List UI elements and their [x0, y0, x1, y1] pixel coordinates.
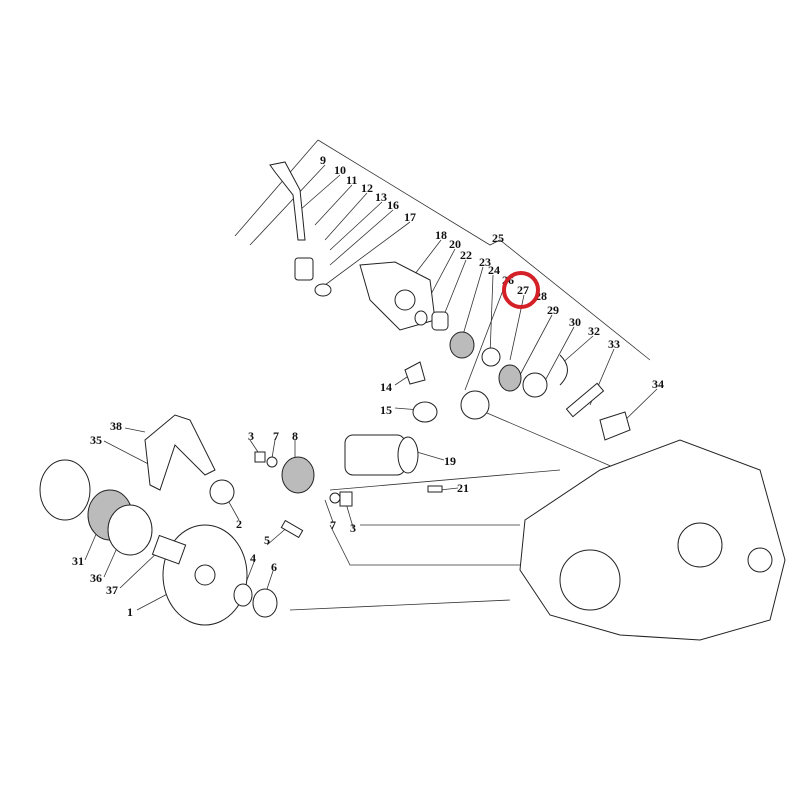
label-29: 29 — [547, 303, 559, 317]
label-14: 14 — [380, 380, 392, 394]
label-10: 10 — [334, 163, 346, 177]
label-30: 30 — [569, 315, 581, 329]
label-5: 5 — [264, 533, 270, 547]
label-17: 17 — [404, 210, 416, 224]
label-3b: 3 — [350, 521, 356, 535]
label-13: 13 — [375, 190, 387, 204]
label-6: 6 — [271, 560, 277, 574]
label-27: 27 — [517, 283, 529, 297]
label-34: 34 — [652, 377, 664, 391]
parts — [39, 161, 786, 641]
label-36: 36 — [90, 571, 102, 585]
label-8: 8 — [292, 429, 298, 443]
label-7a: 7 — [273, 429, 279, 443]
label-25: 25 — [492, 231, 504, 245]
label-37: 37 — [106, 583, 118, 597]
label-19: 19 — [444, 454, 456, 468]
label-16: 16 — [387, 198, 399, 212]
bracket-line — [234, 139, 651, 361]
label-11: 11 — [346, 173, 357, 187]
label-38: 38 — [110, 419, 122, 433]
label-4: 4 — [250, 551, 256, 565]
label-2: 2 — [236, 517, 242, 531]
label-3a: 3 — [248, 429, 254, 443]
label-12: 12 — [361, 181, 373, 195]
label-22: 22 — [460, 248, 472, 262]
label-1: 1 — [127, 605, 133, 619]
label-33: 33 — [608, 337, 620, 351]
label-7b: 7 — [330, 518, 336, 532]
label-21: 21 — [457, 481, 469, 495]
label-9: 9 — [320, 153, 326, 167]
label-18: 18 — [435, 228, 447, 242]
part-labels: 9 10 11 12 13 16 17 18 20 22 23 24 25 26… — [72, 153, 664, 619]
label-20: 20 — [449, 237, 461, 251]
leader-lines — [84, 164, 658, 611]
label-35: 35 — [90, 433, 102, 447]
label-23: 23 — [479, 255, 491, 269]
label-32: 32 — [588, 324, 600, 338]
label-24: 24 — [488, 263, 500, 277]
label-15: 15 — [380, 403, 392, 417]
label-31: 31 — [72, 554, 84, 568]
highlight-circle — [502, 271, 540, 309]
